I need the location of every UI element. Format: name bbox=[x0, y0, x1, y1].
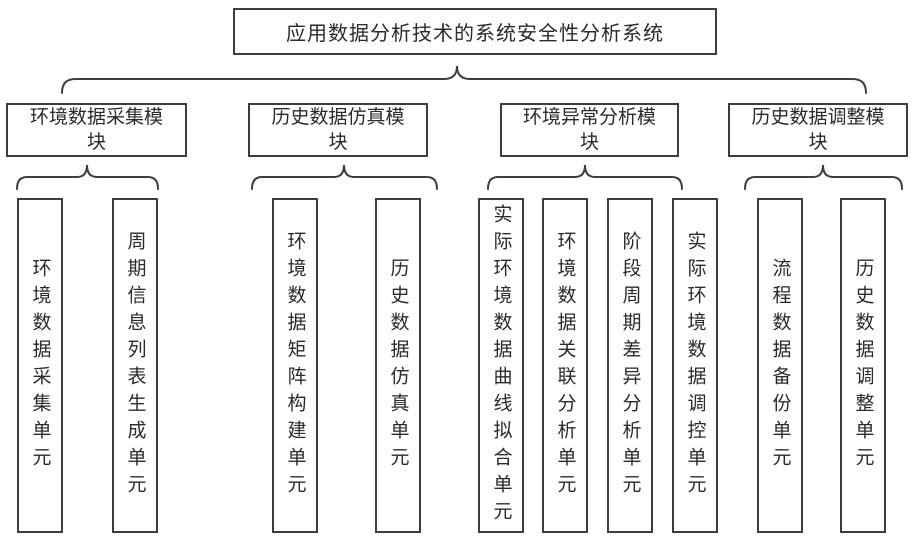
unit-box-history-data-adjustment: 历史数据调整单元 bbox=[840, 198, 886, 533]
unit-label: 环境数据矩阵构建单元 bbox=[284, 230, 306, 501]
system-title: 应用数据分析技术的系统安全性分析系统 bbox=[286, 23, 664, 45]
unit-label: 历史数据调整单元 bbox=[852, 257, 874, 474]
module-box-env-anomaly-analysis: 环境异常分析模 块 bbox=[500, 103, 679, 157]
unit-box-actual-env-data-regulation: 实际环境数据调控单元 bbox=[672, 198, 718, 533]
brace-module-2 bbox=[251, 164, 438, 190]
unit-label: 实际环境数据调控单元 bbox=[684, 230, 706, 501]
unit-box-period-info-list-generation: 周期信息列表生成单元 bbox=[112, 198, 158, 533]
module-box-env-data-collection: 环境数据采集模 块 bbox=[6, 103, 187, 157]
module-box-history-simulation: 历史数据仿真模 块 bbox=[248, 103, 428, 157]
brace-module-4 bbox=[744, 164, 903, 190]
unit-box-env-data-matrix-construction: 环境数据矩阵构建单元 bbox=[272, 198, 318, 533]
unit-box-actual-env-curve-fitting: 实际环境数据曲线拟合单元 bbox=[478, 198, 524, 533]
unit-box-history-data-simulation: 历史数据仿真单元 bbox=[375, 198, 421, 533]
unit-label: 历史数据仿真单元 bbox=[387, 257, 409, 474]
unit-label: 流程数据备份单元 bbox=[769, 257, 791, 474]
unit-label: 周期信息列表生成单元 bbox=[124, 230, 146, 501]
unit-box-stage-period-difference-analysis: 阶段周期差异分析单元 bbox=[607, 198, 653, 533]
system-title-box: 应用数据分析技术的系统安全性分析系统 bbox=[233, 8, 717, 55]
brace-module-3 bbox=[487, 164, 683, 190]
unit-label: 环境数据关联分析单元 bbox=[554, 230, 576, 501]
brace-module-1 bbox=[16, 164, 159, 190]
brace-root bbox=[61, 65, 867, 94]
unit-label: 环境数据采集单元 bbox=[29, 257, 51, 474]
unit-box-env-data-collection: 环境数据采集单元 bbox=[17, 198, 63, 533]
unit-box-process-data-backup: 流程数据备份单元 bbox=[757, 198, 803, 533]
module-box-history-adjustment: 历史数据调整模 块 bbox=[728, 103, 908, 157]
unit-label: 实际环境数据曲线拟合单元 bbox=[490, 203, 512, 528]
unit-label: 阶段周期差异分析单元 bbox=[619, 230, 641, 501]
unit-box-env-data-correlation-analysis: 环境数据关联分析单元 bbox=[542, 198, 588, 533]
